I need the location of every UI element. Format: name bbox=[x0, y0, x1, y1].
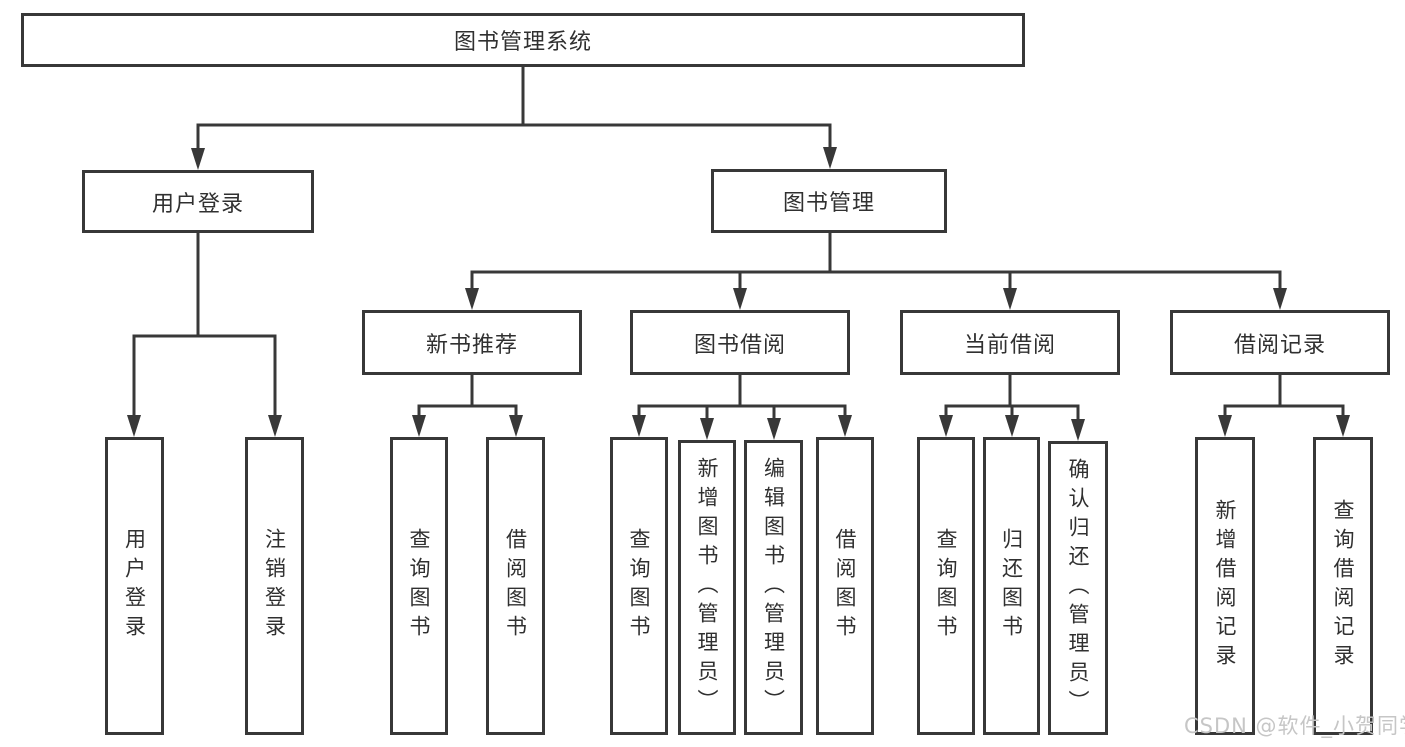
leaf-return-books: 归还图书 bbox=[983, 437, 1040, 735]
node-user-login: 用户登录 bbox=[82, 170, 314, 233]
leaf-recommend-borrow-books: 借阅图书 bbox=[486, 437, 545, 735]
leaf-add-books-admin: 新增图书（管理员） bbox=[678, 440, 736, 735]
leaf-borrow-books: 借阅图书 bbox=[816, 437, 874, 735]
leaf-recommend-query-books: 查询图书 bbox=[390, 437, 448, 735]
leaf-user-login: 用户登录 bbox=[105, 437, 164, 735]
node-borrow-records: 借阅记录 bbox=[1170, 310, 1390, 375]
leaf-current-query-books: 查询图书 bbox=[917, 437, 975, 735]
node-new-book-recommend: 新书推荐 bbox=[362, 310, 582, 375]
watermark: CSDN @软件_小贺同学 bbox=[1184, 714, 1405, 738]
leaf-edit-books-admin: 编辑图书（管理员） bbox=[744, 440, 803, 735]
leaf-logout: 注销登录 bbox=[245, 437, 304, 735]
node-book-borrow: 图书借阅 bbox=[630, 310, 850, 375]
leaf-borrow-query-books: 查询图书 bbox=[610, 437, 668, 735]
leaf-confirm-return-admin: 确认归还（管理员） bbox=[1048, 441, 1108, 735]
node-book-management: 图书管理 bbox=[711, 169, 947, 233]
node-current-borrow: 当前借阅 bbox=[900, 310, 1120, 375]
leaf-add-borrow-record: 新增借阅记录 bbox=[1195, 437, 1255, 735]
node-library-management-system: 图书管理系统 bbox=[21, 13, 1025, 67]
leaf-query-borrow-record: 查询借阅记录 bbox=[1313, 437, 1373, 735]
